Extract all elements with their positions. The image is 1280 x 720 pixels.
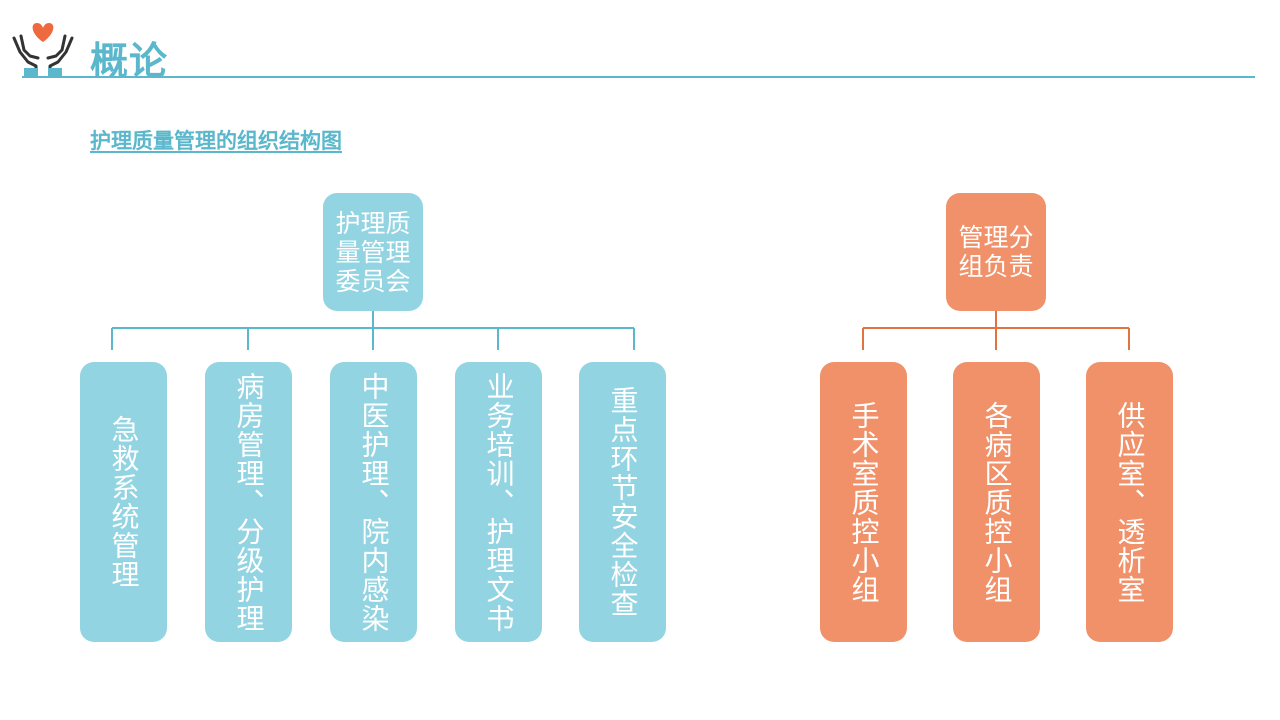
section-subtitle: 护理质量管理的组织结构图 xyxy=(90,129,342,153)
org-node-label: 重点环节安全检查 xyxy=(606,386,640,618)
org-node-group-management: 管理分组负责 xyxy=(946,193,1046,311)
org-node-label: 业务培训、护理文书 xyxy=(482,371,516,633)
org-node-label: 病房管理、分级护理 xyxy=(232,371,266,633)
org-node-label: 急救系统管理 xyxy=(107,415,141,589)
org-node-label: 手术室质控小组 xyxy=(847,400,881,604)
hands-holding-heart-icon xyxy=(12,22,74,78)
org-node-training-documents: 业务培训、护理文书 xyxy=(455,362,542,642)
org-node-label: 护理质量管理委员会 xyxy=(335,208,411,296)
org-node-ward-qc: 各病区质控小组 xyxy=(953,362,1040,642)
org-node-tcm-nursing: 中医护理、院内感染 xyxy=(330,362,417,642)
org-node-nursing-quality-committee: 护理质量管理委员会 xyxy=(323,193,423,311)
title-divider xyxy=(22,76,1255,78)
org-node-label: 中医护理、院内感染 xyxy=(357,371,391,633)
org-node-ward-management: 病房管理、分级护理 xyxy=(205,362,292,642)
org-node-operating-room-qc: 手术室质控小组 xyxy=(820,362,907,642)
org-node-supply-dialysis: 供应室、透析室 xyxy=(1086,362,1173,642)
org-node-label: 各病区质控小组 xyxy=(980,400,1014,604)
page-title: 概论 xyxy=(90,39,169,83)
org-node-label: 管理分组负责 xyxy=(958,223,1034,281)
org-node-label: 供应室、透析室 xyxy=(1113,400,1147,604)
org-node-emergency-system: 急救系统管理 xyxy=(80,362,167,642)
org-node-safety-inspection: 重点环节安全检查 xyxy=(579,362,666,642)
